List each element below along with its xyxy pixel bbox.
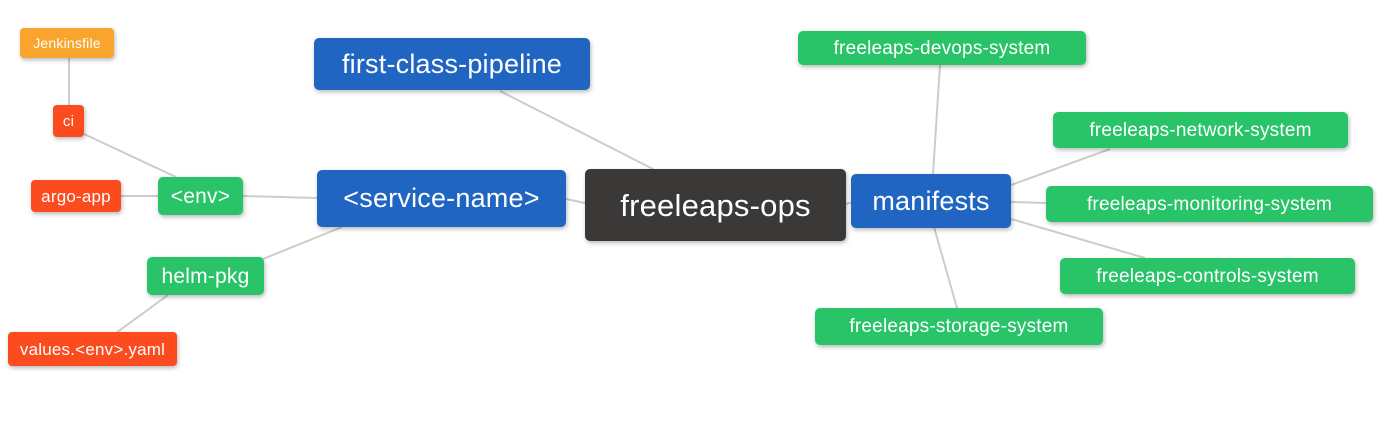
node-service-name[interactable]: <service-name> <box>317 170 566 227</box>
edge-helm-pkg-service-name <box>262 226 343 260</box>
node-values-env-yaml[interactable]: values.<env>.yaml <box>8 332 177 366</box>
edge-service-name-ops <box>565 198 586 204</box>
edge-manifests-controls <box>1010 218 1146 259</box>
node-env[interactable]: <env> <box>158 177 243 215</box>
edge-env-service-name <box>242 195 318 199</box>
node-freeleaps-network-system[interactable]: freeleaps-network-system <box>1053 112 1348 148</box>
edge-manifests-monitoring <box>1010 201 1047 204</box>
node-ci[interactable]: ci <box>53 105 84 137</box>
edge-manifests-storage <box>933 226 958 309</box>
node-freeleaps-monitoring-system[interactable]: freeleaps-monitoring-system <box>1046 186 1373 222</box>
node-manifests[interactable]: manifests <box>851 174 1011 228</box>
node-jenkinsfile[interactable]: Jenkinsfile <box>20 28 114 58</box>
edge-manifests-devops <box>932 64 941 175</box>
edge-ci-env <box>83 133 177 178</box>
edge-values-helm-pkg <box>115 294 169 334</box>
node-argo-app[interactable]: argo-app <box>31 180 121 212</box>
edge-pipeline-ops <box>499 90 654 170</box>
node-first-class-pipeline[interactable]: first-class-pipeline <box>314 38 590 90</box>
node-helm-pkg[interactable]: helm-pkg <box>147 257 264 295</box>
node-freeleaps-storage-system[interactable]: freeleaps-storage-system <box>815 308 1103 345</box>
edge-manifests-network <box>1010 148 1111 186</box>
node-freeleaps-controls-system[interactable]: freeleaps-controls-system <box>1060 258 1355 294</box>
node-freeleaps-devops-system[interactable]: freeleaps-devops-system <box>798 31 1086 65</box>
node-freeleaps-ops[interactable]: freeleaps-ops <box>585 169 846 241</box>
